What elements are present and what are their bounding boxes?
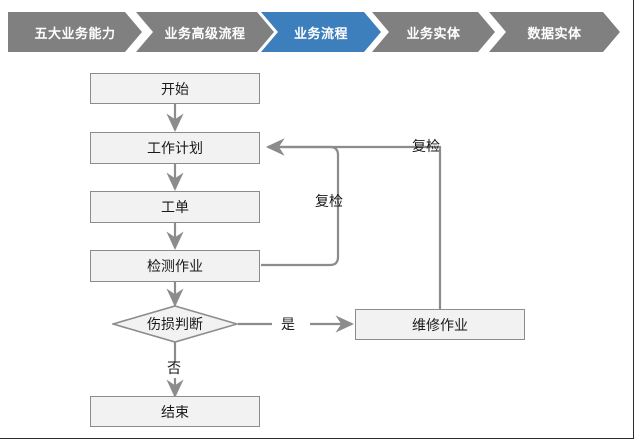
edge-recheck-outer (266, 138, 442, 310)
breadcrumb-item-2[interactable]: 业务高级流程 (136, 12, 274, 52)
breadcrumb-item-4-label: 业务实体 (406, 25, 461, 41)
diamond-shape (112, 305, 238, 343)
breadcrumb-item-1-label: 五大业务能力 (34, 25, 116, 41)
breadcrumb-item-5-label: 数据实体 (527, 25, 582, 41)
edge-label-recheck-outer: 复检 (412, 138, 440, 154)
edge-label-yes: 是 (281, 316, 295, 332)
node-end[interactable]: 结束 (90, 396, 260, 427)
node-inspection-label: 检测作业 (147, 258, 203, 274)
node-work-plan-label: 工作计划 (147, 140, 203, 156)
node-start[interactable]: 开始 (90, 73, 260, 104)
breadcrumb-item-4[interactable]: 业务实体 (372, 12, 495, 52)
node-repair-label: 维修作业 (412, 316, 468, 333)
node-end-label: 结束 (161, 403, 189, 420)
breadcrumb-item-3-active[interactable]: 业务流程 (261, 12, 381, 52)
breadcrumb-item-5[interactable]: 数据实体 (489, 12, 620, 52)
breadcrumb-item-2-label: 业务高级流程 (164, 25, 246, 41)
node-repair[interactable]: 维修作业 (355, 309, 525, 340)
node-start-label: 开始 (161, 80, 189, 97)
edge-label-no: 否 (167, 360, 181, 376)
node-damage-judgement-label: 伤损判断 (147, 316, 203, 332)
node-work-plan[interactable]: 工作计划 (90, 132, 260, 164)
edge-label-recheck-inner: 复检 (315, 193, 343, 209)
node-inspection[interactable]: 检测作业 (90, 250, 260, 282)
node-work-order-label: 工单 (161, 199, 189, 215)
node-damage-judgement[interactable]: 伤损判断 (112, 305, 238, 343)
breadcrumb-item-3-label: 业务流程 (293, 25, 348, 41)
breadcrumb-item-1[interactable]: 五大业务能力 (8, 12, 142, 52)
node-work-order[interactable]: 工单 (90, 191, 260, 223)
breadcrumb: 五大业务能力 业务高级流程 业务流程 业务实体 数据实体 (0, 12, 634, 52)
